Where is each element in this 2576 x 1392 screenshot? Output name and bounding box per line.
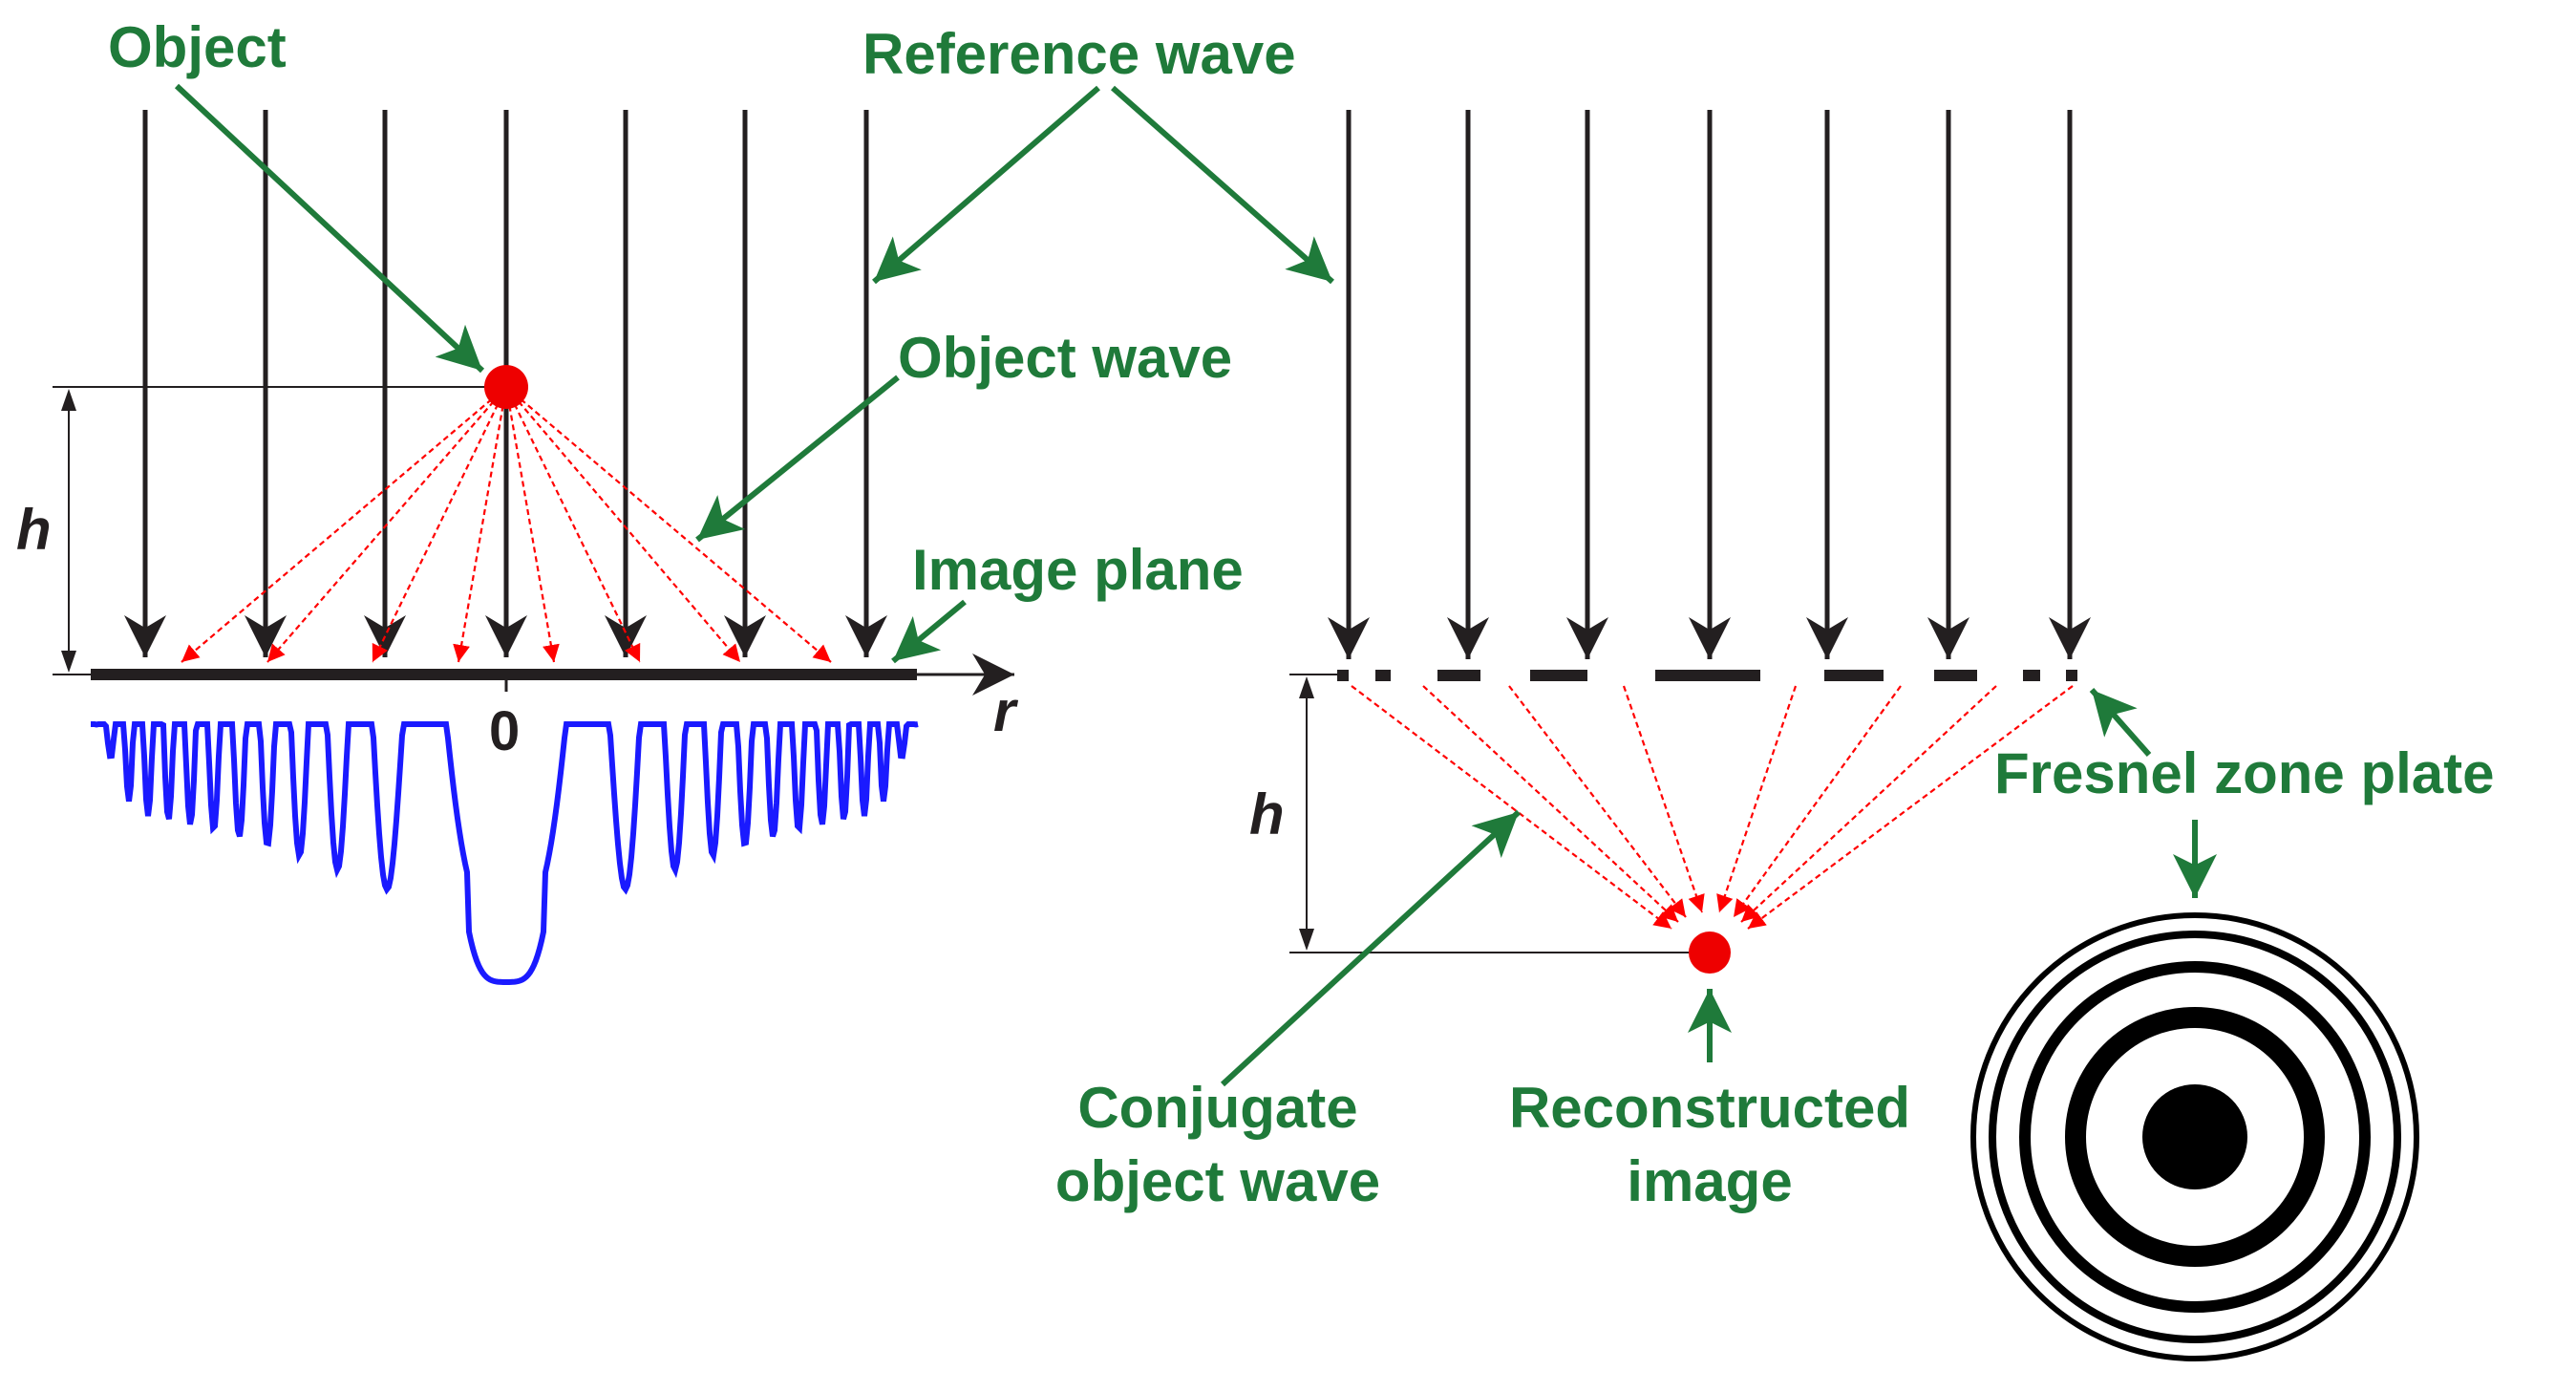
label-object: Object bbox=[108, 15, 287, 79]
h-right-arrowhead-down bbox=[1299, 929, 1314, 951]
callout-conjugate-wave bbox=[1220, 809, 1522, 1087]
zone-plate-segment bbox=[1437, 670, 1480, 681]
fresnel-zone-plate bbox=[1970, 912, 2419, 1361]
object-ray bbox=[181, 386, 507, 663]
object-point bbox=[484, 365, 528, 409]
conjugate-ray bbox=[1422, 685, 1679, 923]
left-panel bbox=[53, 110, 1014, 985]
conjugate-ray bbox=[1740, 685, 1997, 923]
object-ray bbox=[505, 386, 741, 663]
object-ray bbox=[505, 386, 832, 663]
object-wave-rays bbox=[181, 386, 832, 663]
label-r-axis: r bbox=[993, 679, 1019, 743]
label-reference-wave: Reference wave bbox=[862, 22, 1296, 86]
h-arrowhead-up bbox=[61, 389, 76, 411]
conjugate-ray bbox=[1622, 685, 1705, 913]
label-image-plane: Image plane bbox=[912, 538, 1244, 602]
label-reconstructed-line2: image bbox=[1627, 1149, 1792, 1213]
label-object-wave: Object wave bbox=[898, 326, 1232, 390]
zone-plate-segment bbox=[1934, 670, 1977, 681]
object-ray bbox=[372, 386, 507, 663]
callout-zone-plate-segments bbox=[2089, 688, 2152, 757]
h-right-arrowhead-up bbox=[1299, 676, 1314, 698]
conjugate-ray bbox=[1716, 685, 1798, 913]
zone-plate-segment bbox=[1824, 670, 1884, 681]
conjugate-ray bbox=[1351, 685, 1672, 930]
callout-reference-right bbox=[1111, 85, 1334, 285]
zone-plate-segment bbox=[1530, 670, 1587, 681]
zone-plate-segment bbox=[2066, 670, 2077, 681]
label-h-left: h bbox=[16, 498, 52, 562]
conjugate-wave-rays bbox=[1351, 685, 2074, 930]
conjugate-ray bbox=[1508, 685, 1687, 918]
label-conjugate-line1: Conjugate bbox=[1077, 1076, 1357, 1140]
zone-plate-cross-section bbox=[1337, 670, 2077, 681]
conjugate-ray bbox=[1747, 685, 2074, 930]
intensity-curve bbox=[91, 721, 919, 985]
reconstructed-image-point bbox=[1689, 932, 1731, 974]
zone-ring bbox=[1989, 931, 2401, 1343]
zone-plate-segment bbox=[1655, 670, 1760, 681]
callout-arrows bbox=[174, 83, 2217, 1087]
labels: Object Reference wave Object wave Image … bbox=[16, 15, 2494, 1213]
right-panel bbox=[1289, 110, 2419, 1361]
zone-plate-segment bbox=[1337, 670, 1349, 681]
zone-plate-segment bbox=[2023, 670, 2040, 681]
callout-object-wave bbox=[695, 375, 900, 543]
zone-center-disc bbox=[2142, 1084, 2247, 1189]
label-conjugate-line2: object wave bbox=[1055, 1149, 1380, 1213]
object-ray bbox=[453, 386, 508, 663]
zone-ring bbox=[2065, 1007, 2325, 1267]
label-h-right: h bbox=[1249, 782, 1285, 846]
zone-ring bbox=[2019, 961, 2371, 1313]
callout-object bbox=[174, 83, 485, 374]
zone-ring bbox=[1970, 912, 2419, 1361]
reference-wave-arrows-left bbox=[124, 110, 887, 657]
callout-reference-left bbox=[872, 85, 1100, 285]
object-ray bbox=[504, 386, 560, 663]
label-fresnel-zone-plate: Fresnel zone plate bbox=[1994, 741, 2494, 805]
reference-wave-arrows-right bbox=[1328, 110, 2091, 659]
label-origin: 0 bbox=[489, 700, 520, 762]
object-ray bbox=[505, 386, 641, 663]
zone-plate-segment bbox=[1375, 670, 1391, 681]
conjugate-ray bbox=[1733, 685, 1902, 918]
callout-image-plane bbox=[891, 599, 967, 664]
label-reconstructed-line1: Reconstructed bbox=[1509, 1076, 1910, 1140]
h-arrowhead-down bbox=[61, 651, 76, 673]
object-ray bbox=[266, 386, 507, 663]
